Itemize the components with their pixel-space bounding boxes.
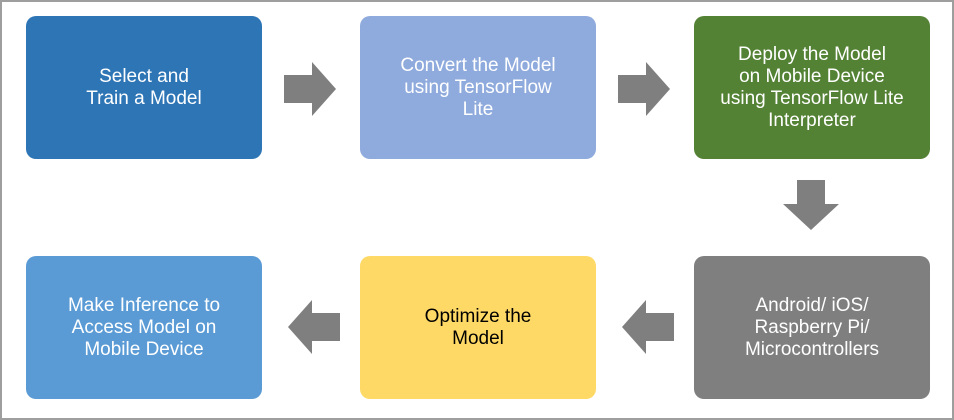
step-inference: Make Inference to Access Model on Mobile…: [26, 256, 262, 399]
step-convert-label: Convert the Model using TensorFlow Lite: [400, 54, 556, 120]
step-deploy-label: Deploy the Model on Mobile Device using …: [720, 43, 904, 131]
step-convert: Convert the Model using TensorFlow Lite: [360, 16, 596, 159]
arrow-down-icon: [783, 180, 839, 230]
step-optimize-label: Optimize the Model: [424, 305, 532, 349]
arrow-left-icon: [622, 300, 674, 354]
arrow-right-icon: [618, 62, 670, 116]
arrow-right-icon: [284, 62, 336, 116]
step-optimize: Optimize the Model: [360, 256, 596, 399]
step-select-train: Select and Train a Model: [26, 16, 262, 159]
step-inference-label: Make Inference to Access Model on Mobile…: [67, 294, 221, 360]
step-select-train-label: Select and Train a Model: [86, 65, 202, 109]
step-devices: Android/ iOS/ Raspberry Pi/ Microcontrol…: [694, 256, 930, 399]
arrow-left-icon: [288, 300, 340, 354]
step-devices-label: Android/ iOS/ Raspberry Pi/ Microcontrol…: [744, 294, 880, 360]
step-deploy: Deploy the Model on Mobile Device using …: [694, 16, 930, 159]
